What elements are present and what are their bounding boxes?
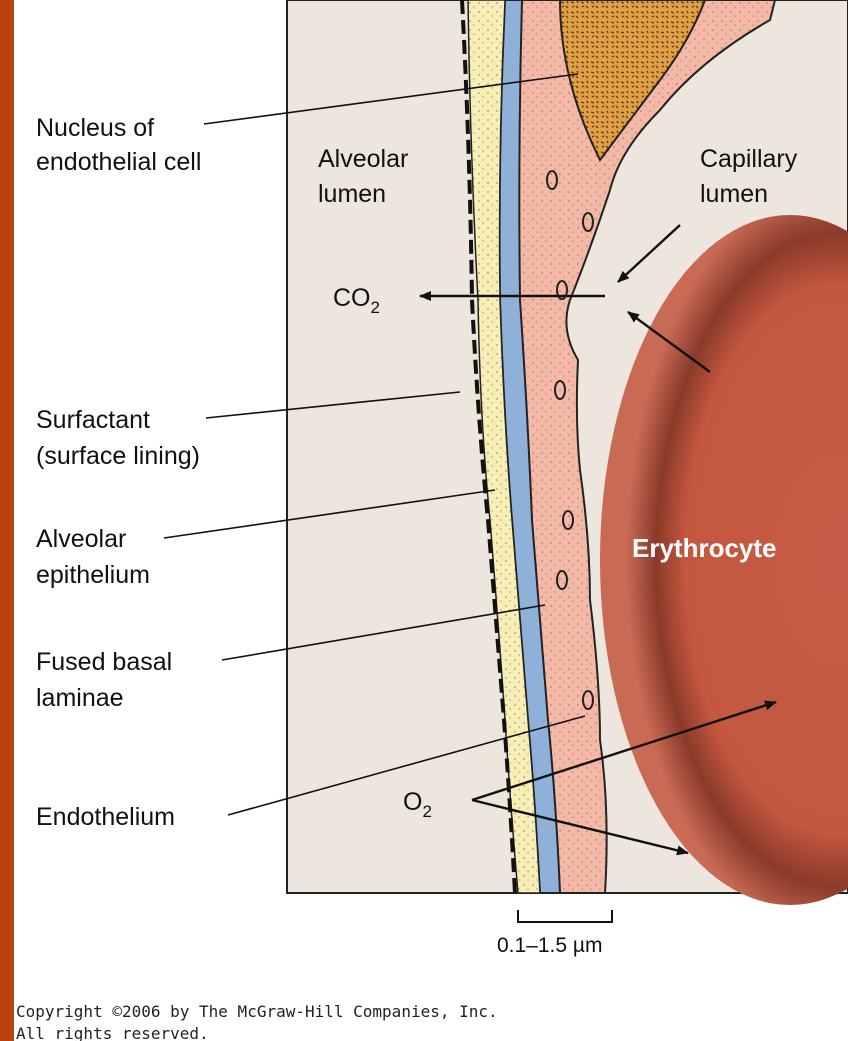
label-nucleus-line2: endothelial cell xyxy=(36,148,201,176)
label-erythrocyte: Erythrocyte xyxy=(632,533,777,563)
alveolar-capillary-diagram: Nucleus of endothelial cell Alveolar lum… xyxy=(14,0,848,1041)
copyright-line1: Copyright ©2006 by The McGraw-Hill Compa… xyxy=(16,1002,498,1021)
copyright-line2: All rights reserved. xyxy=(16,1024,209,1041)
label-alveolar-epithelium-line2: epithelium xyxy=(36,561,150,589)
label-fused-basal-line1: Fused basal xyxy=(36,648,172,676)
figure-frame: Nucleus of endothelial cell Alveolar lum… xyxy=(14,0,848,1041)
label-alveolar-epithelium-line1: Alveolar xyxy=(36,525,126,553)
label-capillary-lumen-line2: lumen xyxy=(700,180,768,208)
label-scale: 0.1–1.5 µm xyxy=(497,934,603,957)
label-fused-basal-line2: laminae xyxy=(36,684,124,712)
label-alveolar-lumen-line2: lumen xyxy=(318,180,386,208)
label-endothelium: Endothelium xyxy=(36,803,175,831)
label-surfactant-line2: (surface lining) xyxy=(36,442,200,470)
scale-bar xyxy=(518,910,612,922)
label-surfactant-line1: Surfactant xyxy=(36,406,150,434)
label-alveolar-lumen-line1: Alveolar xyxy=(318,145,408,173)
label-capillary-lumen-line1: Capillary xyxy=(700,145,798,173)
label-nucleus-line1: Nucleus of xyxy=(36,114,154,142)
